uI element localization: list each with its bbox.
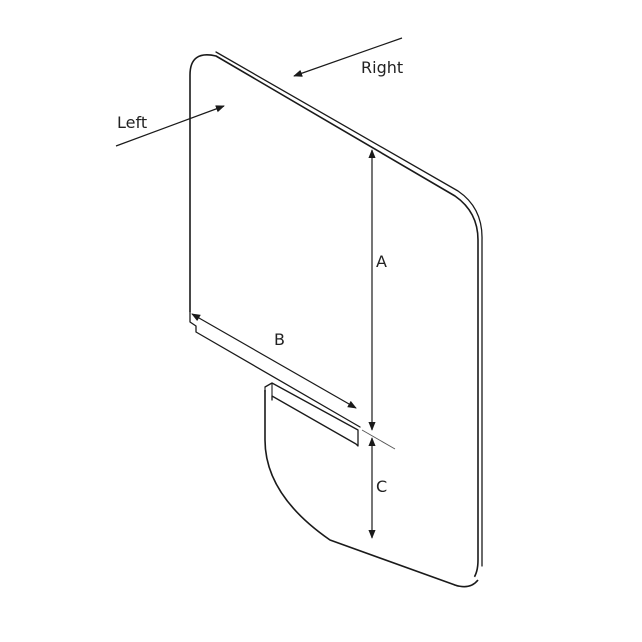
dimension-a-label: A [376, 252, 387, 271]
dimension-b [191, 313, 357, 409]
dimension-b-label: B [274, 330, 285, 349]
upper-panel-top-thickness [215, 51, 483, 567]
dimension-c-extension [361, 429, 396, 450]
dimension-b-line [191, 313, 357, 409]
dimension-c-label: C [376, 477, 387, 496]
left-view-arrow [115, 105, 225, 147]
right-label: Right [361, 58, 403, 77]
right-arrow-line [293, 37, 403, 77]
dimension-c [361, 429, 396, 539]
left-arrow-line [115, 105, 225, 147]
left-label: Left [117, 113, 147, 132]
right-view-arrow [293, 37, 403, 77]
